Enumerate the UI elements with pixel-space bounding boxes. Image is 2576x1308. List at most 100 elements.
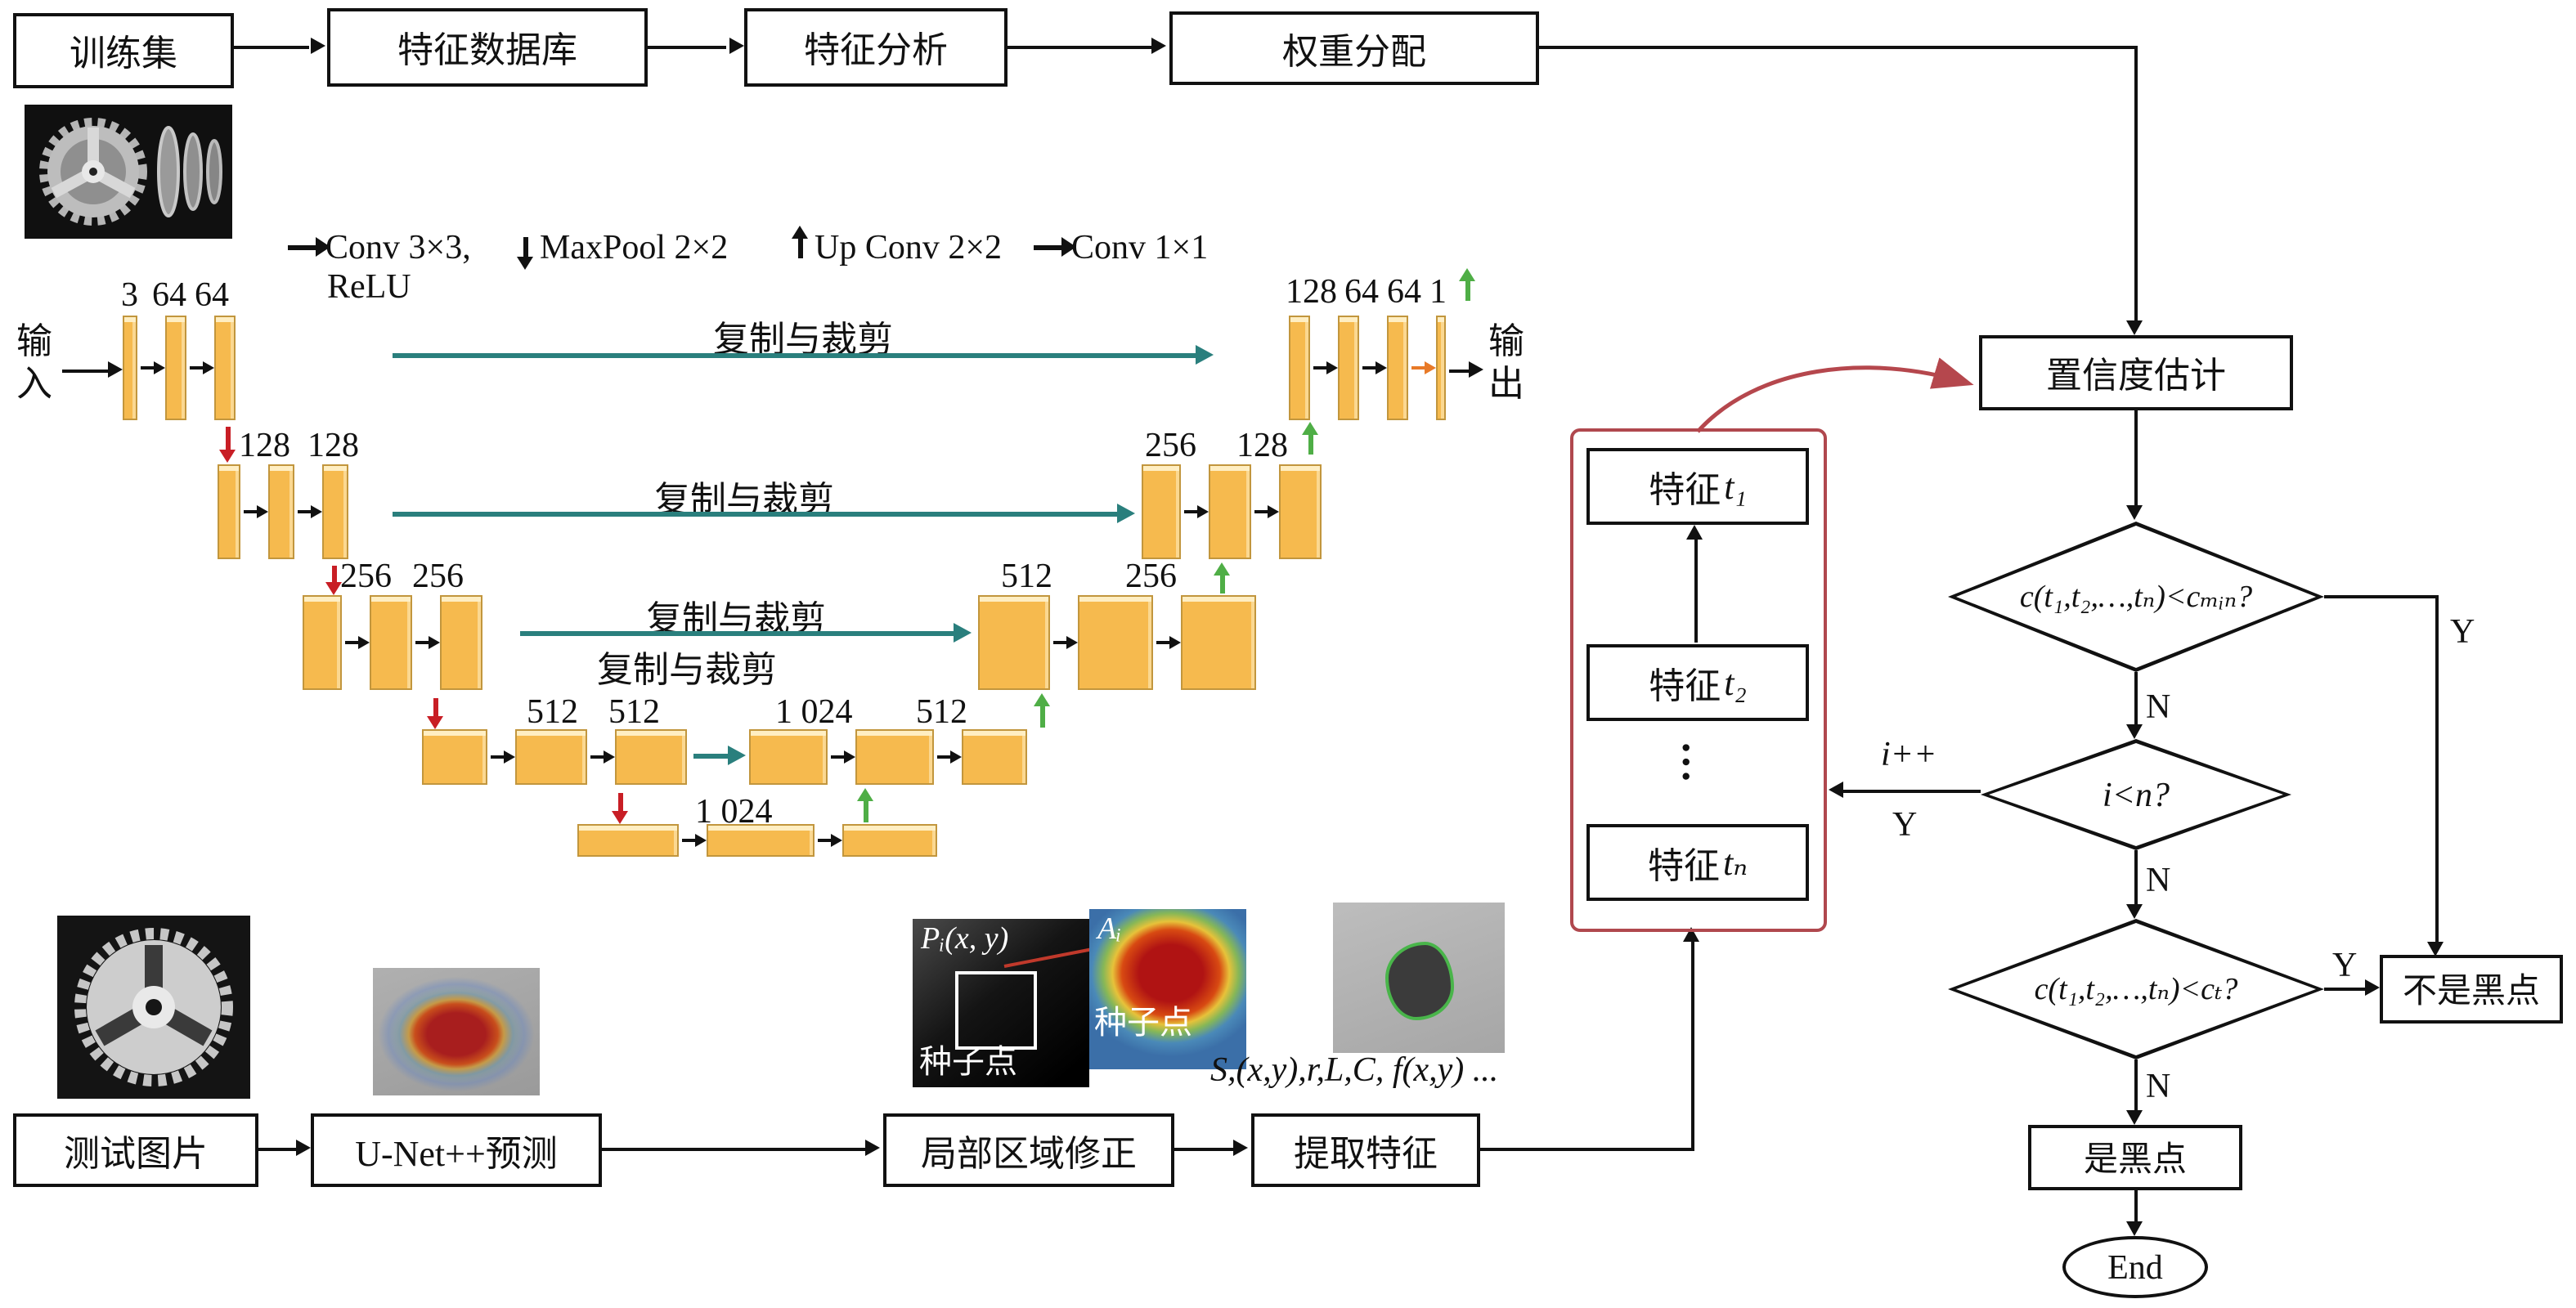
- arrowhead: [2126, 1221, 2143, 1236]
- maxpool-arrow-icon: [219, 427, 236, 463]
- arrowhead: [2126, 904, 2143, 919]
- arrowhead: [296, 1140, 311, 1156]
- channels-label: 1 024: [775, 692, 853, 731]
- upconv-arrow-icon: [792, 226, 808, 258]
- feature-tn-var: tₙ: [1722, 841, 1748, 882]
- feature-map-slab: [615, 729, 687, 785]
- feature-map-slab: [165, 316, 186, 420]
- maxpool-arrow-icon: [517, 237, 533, 270]
- conv-arrow-icon: [1362, 361, 1387, 374]
- channels-label: 256: [1145, 425, 1196, 464]
- no-label: N: [2146, 1066, 2171, 1105]
- seed-point-label: 种子点: [1094, 1006, 1192, 1041]
- conv-arrow-icon: [141, 361, 165, 374]
- yes-label: Y: [2450, 611, 2475, 651]
- test-image-box: 测试图片: [13, 1113, 258, 1187]
- end-node: End: [2062, 1236, 2208, 1298]
- channels-label: 256: [412, 556, 464, 595]
- feature-analysis-box: 特征分析: [744, 8, 1008, 87]
- conv-arrow-icon: [682, 834, 707, 847]
- connector-line: [2134, 672, 2138, 724]
- decision-loop-label: i<n?: [2102, 774, 2170, 813]
- unet-decoder2-blocks: [1142, 464, 1322, 559]
- feature-map-slab: [1436, 316, 1446, 420]
- unet-output-label: 输出: [1488, 320, 1524, 405]
- channels-label: 128: [307, 425, 359, 464]
- unet-encoder2-blocks: [218, 464, 348, 559]
- conv3x3-arrow-icon: [288, 237, 330, 257]
- conv-arrow-icon: [590, 750, 615, 764]
- yes-label: Y: [1892, 804, 1918, 844]
- seed-point-label: 种子点: [919, 1045, 1017, 1081]
- arrowhead: [1829, 782, 1843, 798]
- upconv-arrow-icon: [857, 788, 873, 822]
- conv-arrow-icon: [937, 750, 962, 764]
- arrowhead: [2126, 320, 2143, 335]
- feature-map-slab: [322, 464, 348, 559]
- arrowhead: [2427, 942, 2444, 956]
- conv-arrow-icon: [818, 834, 842, 847]
- connector-line: [2134, 850, 2138, 906]
- feature-map-slab: [370, 595, 412, 690]
- feature-map-slab: [962, 729, 1027, 785]
- unet-input-label: 输入: [16, 320, 52, 405]
- is-black-label: 是黑点: [2084, 1140, 2187, 1179]
- conv-arrow-icon: [415, 636, 440, 649]
- channels-label: 64: [195, 275, 229, 314]
- upconv-arrow-icon: [1214, 562, 1230, 594]
- copy-crop-arrow: [520, 623, 972, 643]
- decision-cmin: c(t₁,t₂,…,tₙ)<cₘᵢₙ?: [1948, 522, 2324, 672]
- feature-map-slab: [749, 729, 828, 785]
- channels-label: 512: [1001, 556, 1052, 595]
- feature-t2-prefix: 特征: [1649, 665, 1721, 706]
- feature-t1-var: t₁: [1724, 465, 1747, 506]
- decision-cmin-label: c(t₁,t₂,…,tₙ)<cₘᵢₙ?: [2019, 580, 2253, 614]
- legend-conv3x3: Conv 3×3,: [288, 227, 471, 268]
- arrowhead: [1151, 38, 1166, 54]
- end-label: End: [2107, 1247, 2163, 1286]
- legend-upconv: Up Conv 2×2: [792, 226, 1002, 268]
- local-correct-label: 局部区域修正: [920, 1132, 1137, 1173]
- feature-map-slab: [422, 729, 487, 785]
- feature-map-slab: [1078, 595, 1153, 690]
- legend-conv1x1-label: Conv 1×1: [1071, 227, 1209, 267]
- feature-map-slab: [842, 824, 937, 857]
- feature-t1-prefix: 特征: [1649, 468, 1721, 509]
- connector-line: [2134, 410, 2138, 505]
- arrowhead: [2126, 1110, 2143, 1125]
- feature-map-slab: [515, 729, 587, 785]
- channels-label: 512: [527, 692, 578, 731]
- feature-map-slab: [440, 595, 482, 690]
- extract-feature-label: 提取特征: [1293, 1132, 1438, 1173]
- feature-map-slab: [1181, 595, 1256, 690]
- maxpool-arrow-icon: [325, 566, 342, 595]
- connector-line: [234, 46, 309, 49]
- seed-region-image: Pᵢ(x, y) 种子点: [913, 919, 1089, 1087]
- connector-line: [2134, 46, 2138, 320]
- legend-relu-label: ReLU: [327, 267, 411, 306]
- connector-line: [1008, 46, 1151, 49]
- conv-arrow-icon: [831, 750, 855, 764]
- maxpool-arrow-icon: [612, 793, 628, 824]
- connector-line: [2134, 1059, 2138, 1112]
- train-set-label: 训练集: [69, 33, 177, 74]
- connector-line: [1691, 940, 1694, 1151]
- feature-db-box: 特征数据库: [327, 8, 648, 87]
- copy-crop-label: 复制与裁剪: [712, 319, 893, 360]
- connector-line: [258, 1148, 298, 1151]
- legend-maxpool: MaxPool 2×2: [517, 227, 728, 270]
- copy-crop-arrow: [693, 746, 746, 765]
- conv1x1-arrow-icon: [1034, 237, 1076, 257]
- copy-crop-arrow: [393, 345, 1214, 365]
- feature-map-slab: [1387, 316, 1408, 420]
- feature-map-slab: [218, 464, 240, 559]
- unet-decoder4-blocks: [749, 729, 1027, 785]
- conv-arrow-icon: [1053, 636, 1078, 649]
- unetpp-predict-box: U-Net++预测: [311, 1113, 602, 1187]
- unet-encoder3-blocks: [303, 595, 482, 690]
- conv-arrow-icon: [345, 636, 370, 649]
- copy-crop-arrow: [393, 504, 1135, 523]
- arrowhead: [1686, 525, 1703, 540]
